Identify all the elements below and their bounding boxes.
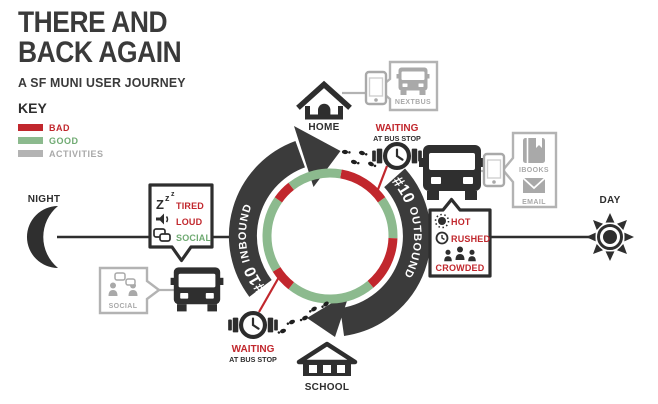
page-title-line2: BACK AGAIN (18, 36, 182, 69)
nextbus-label: NEXTBUS (395, 99, 431, 106)
social-activity: SOCIAL (98, 266, 161, 315)
outbound-sign-item-rushed: RUSHED (451, 234, 491, 244)
night-label: NIGHT (28, 194, 61, 205)
walking-footprints-top (341, 149, 378, 169)
inbound-experience-sign: Z z z TIRED LOUD SOCIAL (148, 183, 214, 263)
home-icon (296, 80, 352, 120)
sun-ray (605, 251, 615, 261)
sun-ray (616, 243, 627, 254)
nextbus-activity: NEXTBUS (364, 60, 439, 112)
route-loop (228, 126, 431, 337)
ring-segment-bad (272, 266, 295, 290)
ibooks-email-activity: IBOOKS EMAIL (482, 131, 558, 209)
sun-ray (586, 232, 596, 242)
phone-icon-right (482, 152, 506, 188)
outbound-sign-item-hot: HOT (451, 217, 471, 227)
sun-ray (616, 220, 627, 231)
waiting-top-title: WAITING (376, 123, 419, 134)
chat-bubble-icon (125, 278, 136, 286)
watch-icon-top (372, 144, 422, 168)
small-sun-icon (434, 213, 450, 229)
sun-ray (593, 243, 604, 254)
sleep-zz-icon: Z z z (156, 191, 175, 212)
waiting-bottom-subtitle: AT BUS STOP (229, 355, 277, 364)
inbound-sign-item-tired: TIRED (176, 201, 204, 211)
social-label: SOCIAL (109, 303, 138, 310)
experience-ring (262, 168, 398, 304)
ibooks-label: IBOOKS (519, 167, 549, 174)
legend-swatch-bad (18, 124, 43, 131)
legend-row-activities: ACTIVITIES (18, 147, 104, 160)
page-title-line1: THERE AND (18, 6, 168, 39)
book-icon (523, 138, 545, 163)
page-subtitle: A SF MUNI USER JOURNEY (18, 75, 186, 90)
header: THERE AND BACK AGAIN A SF MUNI USER JOUR… (18, 6, 204, 91)
outbound-arrowhead (307, 292, 350, 337)
chat-bubble-icon (114, 272, 126, 281)
watch-icon-bottom (228, 313, 278, 337)
sun-ray (605, 213, 615, 223)
home-label: HOME (308, 122, 339, 133)
legend-swatch-activities (18, 150, 43, 157)
sun-ray (593, 220, 604, 231)
svg-text:z: z (165, 193, 170, 203)
waiting-top-connector (375, 165, 389, 193)
phone-icon-top (364, 70, 388, 106)
legend-label-good: GOOD (49, 135, 79, 146)
legend-row-good: GOOD (18, 134, 104, 147)
legend-row-bad: BAD (18, 121, 104, 134)
outbound-arc (339, 168, 431, 336)
email-label: EMAIL (522, 199, 546, 206)
school-icon (296, 341, 358, 376)
outbound-sign-item-crowded: CROWDED (436, 263, 485, 273)
ring-segment-bad (339, 169, 386, 203)
legend-label-bad: BAD (49, 122, 70, 133)
ring-segment-good (288, 168, 342, 191)
email-icon (522, 177, 546, 193)
inbound-sign-item-social: SOCIAL (176, 233, 212, 243)
chat-bubbles-icon (153, 228, 171, 242)
ring-segment-good (262, 197, 283, 272)
ring-segment-good (288, 280, 374, 304)
waiting-top-subtitle: AT BUS STOP (373, 134, 421, 143)
waiting-bottom-title: WAITING (232, 344, 275, 355)
legend: KEY BAD GOOD ACTIVITIES (18, 100, 104, 160)
sun-ray (624, 232, 634, 242)
sun-icon (586, 213, 634, 261)
legend-label-activities: ACTIVITIES (49, 148, 104, 159)
legend-title: KEY (18, 100, 47, 116)
svg-text:Z: Z (156, 197, 164, 212)
outbound-bus-icon (419, 145, 485, 200)
svg-text:z: z (171, 191, 175, 198)
ring-segment-good (377, 197, 398, 239)
inbound-arrowhead (294, 126, 341, 187)
ring-segment-bad (367, 237, 398, 288)
speaker-icon (156, 213, 169, 225)
small-clock-icon (435, 231, 449, 245)
outbound-experience-sign: HOT RUSHED CROWDED (428, 197, 492, 278)
waiting-bottom-connector (258, 276, 280, 313)
moon-icon (26, 205, 58, 268)
inbound-bus-icon (170, 267, 224, 312)
inbound-arc (228, 141, 306, 297)
school-label: SCHOOL (305, 382, 350, 393)
ring-segment-bad (274, 182, 295, 203)
inbound-sign-item-loud: LOUD (176, 217, 203, 227)
day-label: DAY (599, 195, 620, 206)
legend-swatch-good (18, 137, 43, 144)
